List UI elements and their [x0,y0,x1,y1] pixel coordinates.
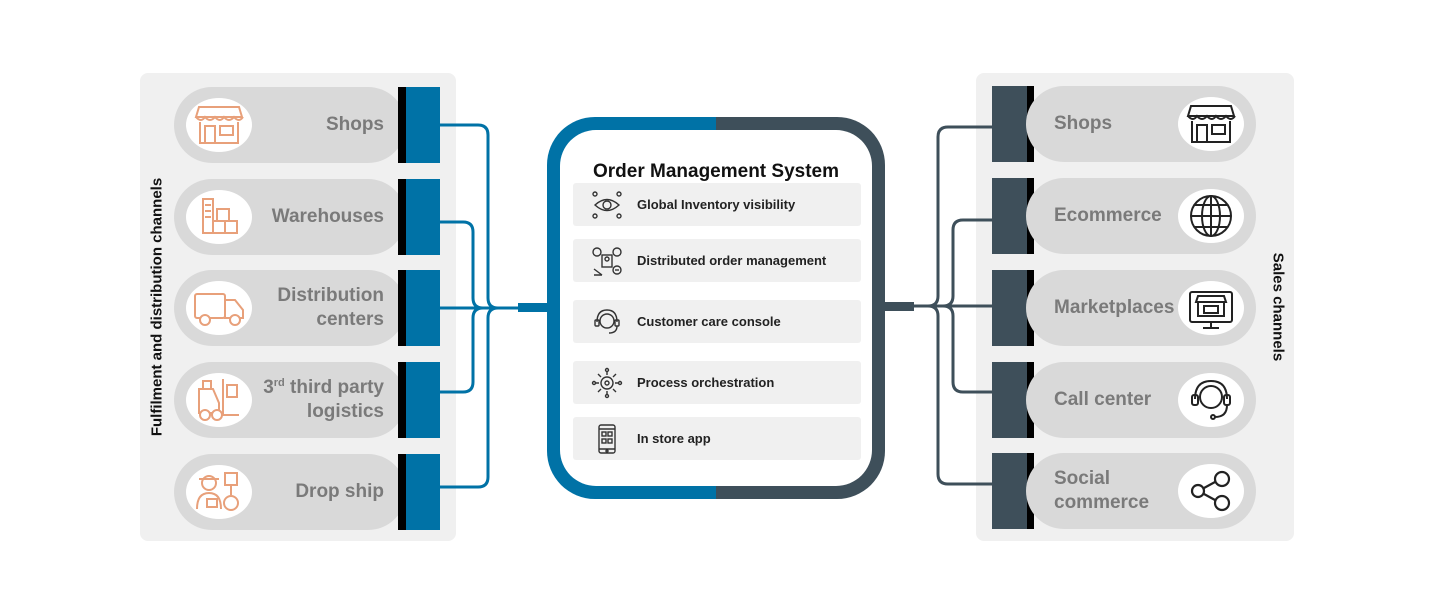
feature-process-orchestration: Process orchestration [573,361,861,404]
feature-label: Process orchestration [637,375,775,390]
truck-icon [186,281,252,335]
globe-icon [1178,189,1244,243]
left-item-drop-ship: Drop ship [174,454,406,530]
left-item-label: Distribution [277,285,384,306]
delivery-person-icon [186,465,252,519]
left-connector-bar [398,454,440,530]
eye-network-icon [587,190,627,220]
right-item-label: Call center [1054,389,1152,410]
left-item-third-party-logistics: 3rd third party logistics [174,362,406,438]
left-item-distribution-centers: Distribution centers [174,270,406,346]
right-item-social-commerce: Social commerce [1026,453,1256,529]
feature-label: Customer care console [637,314,781,329]
left-item-label-line2: centers [316,309,384,330]
order-management-icon [587,245,627,277]
feature-label: In store app [637,431,711,446]
left-item-warehouses: Warehouses [174,179,406,255]
feature-global-inventory-visibility: Global Inventory visibility [573,183,861,226]
left-connector-bar [398,179,440,255]
right-item-shops: Shops [1026,86,1256,162]
feature-label: Distributed order management [637,253,827,268]
feature-in-store-app: In store app [573,417,861,460]
left-connector-bar [398,270,440,346]
left-item-label: Warehouses [271,206,384,227]
right-item-label: Ecommerce [1054,205,1162,226]
shop-icon [1178,97,1244,151]
forklift-icon [186,373,252,427]
feature-label: Global Inventory visibility [637,197,796,212]
warehouse-icon [186,190,252,244]
left-connector-bar [398,87,440,163]
oms-title: Order Management System [592,161,840,182]
right-item-label: Social [1054,468,1110,489]
feature-distributed-order-management: Distributed order management [573,239,861,282]
right-item-marketplaces: Marketplaces [1026,270,1256,346]
left-item-label: Shops [325,114,384,135]
customer-care-icon [587,307,627,337]
right-item-label: Marketplaces [1054,297,1175,318]
right-item-ecommerce: Ecommerce [1026,178,1256,254]
feature-customer-care-console: Customer care console [573,300,861,343]
left-connector-bar [398,362,440,438]
left-item-shops: Shops [174,87,406,163]
right-item-label: Shops [1054,113,1113,134]
left-item-label: Drop ship [295,481,384,502]
share-icon [1178,464,1244,518]
left-item-label: 3rd third party [263,377,384,398]
left-item-label-line2: logistics [306,401,384,422]
right-item-label-line2: commerce [1054,492,1150,513]
right-item-call-center: Call center [1026,362,1256,438]
mobile-app-icon [587,423,627,455]
shop-icon [186,98,252,152]
gear-network-icon [587,367,627,399]
headset-icon [1178,373,1244,427]
marketplace-icon [1178,281,1244,335]
